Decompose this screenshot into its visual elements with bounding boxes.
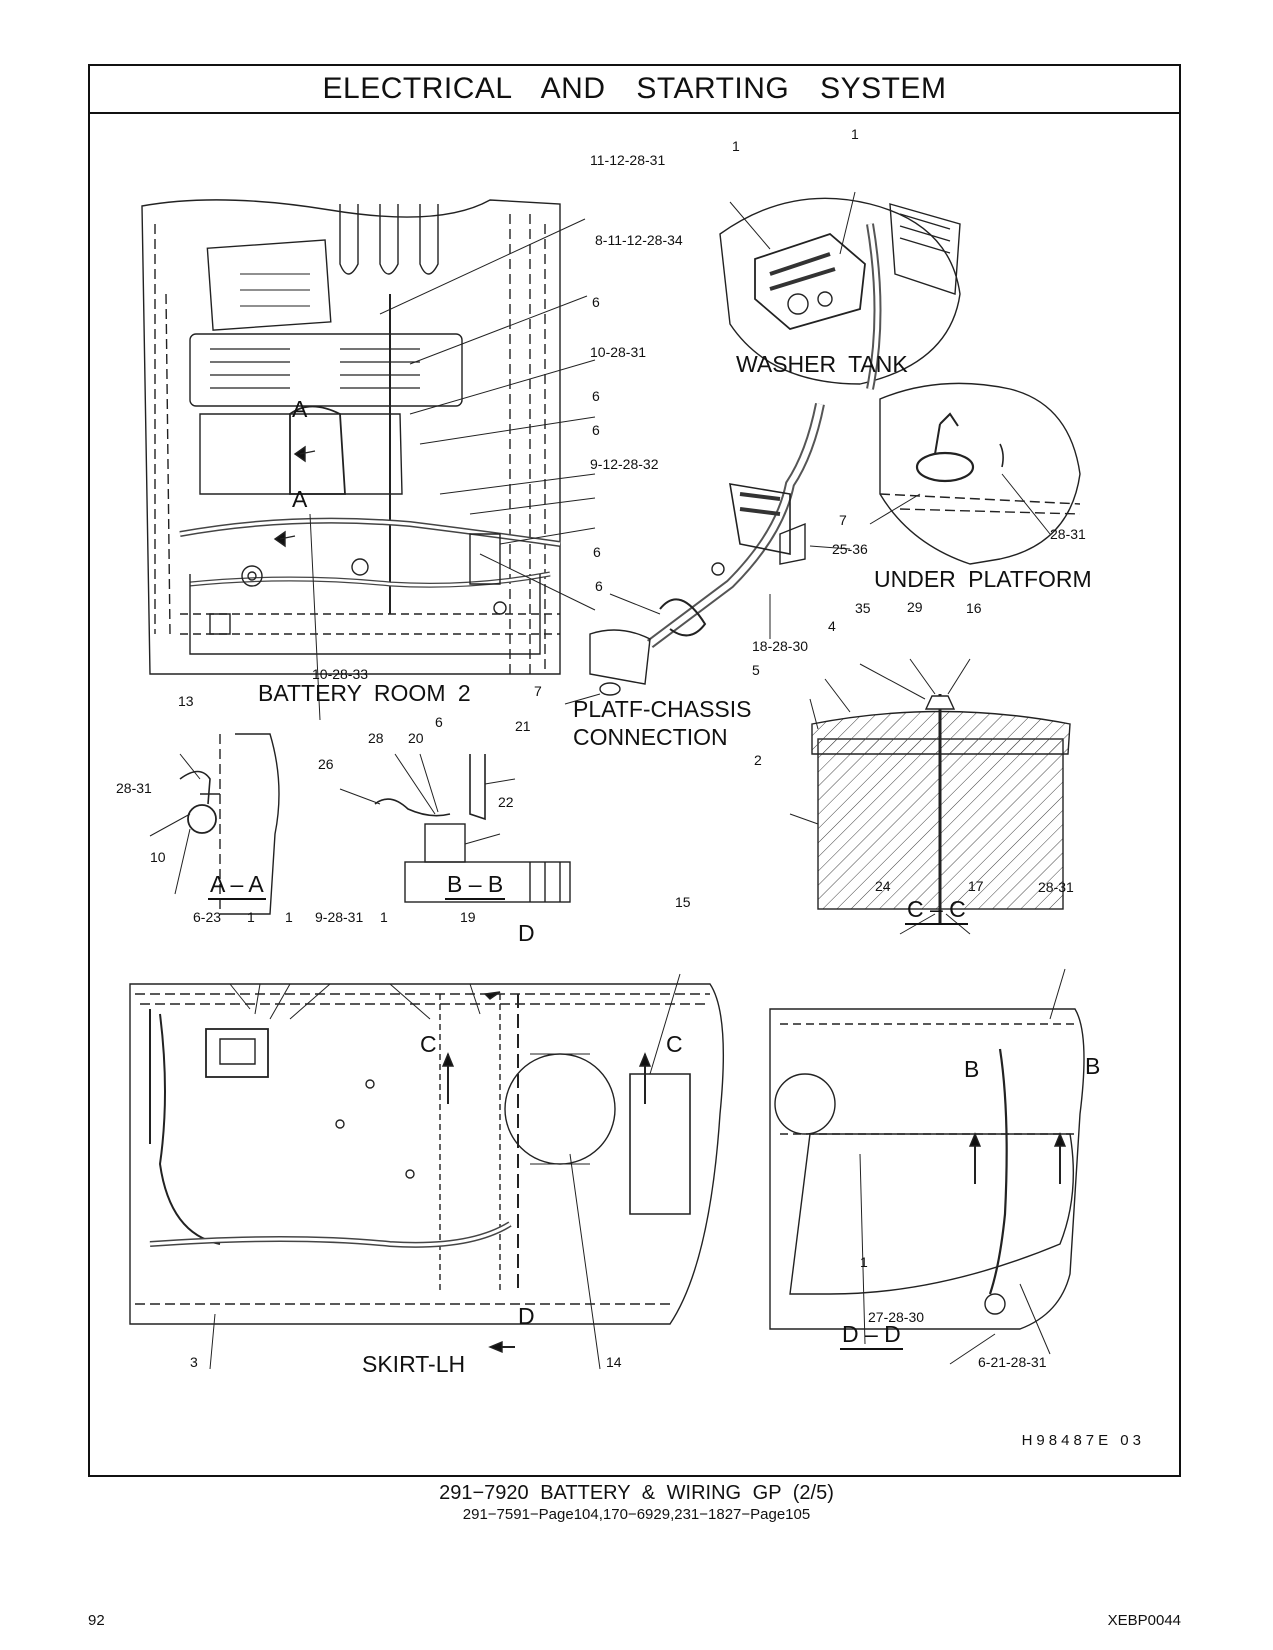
cut-marker-a-upper: A: [292, 396, 308, 422]
callout: 28-31: [116, 780, 152, 796]
callout: 20: [408, 730, 424, 746]
callout: 1: [247, 909, 255, 925]
callout: 6: [592, 294, 600, 310]
callout: 6-23: [193, 909, 222, 925]
section-d-d-illustration: [769, 968, 1085, 1365]
callout: 1: [380, 909, 388, 925]
callout: 6: [435, 714, 443, 730]
callout: 29: [907, 599, 923, 615]
part-references: 291−7591−Page104,170−6929,231−1827−Page1…: [462, 1506, 811, 1523]
document-code: XEBP0044: [1107, 1612, 1181, 1629]
platf-chassis-illustration: [564, 403, 851, 705]
diagram-title: ELECTRICAL AND STARTING SYSTEM: [90, 66, 1179, 114]
callout: 25-36: [832, 541, 868, 557]
callout: 10-28-33: [312, 666, 369, 682]
view-title-platf-chassis-line1: PLATF-CHASSIS: [573, 696, 752, 722]
callout: 6-21-28-31: [978, 1354, 1047, 1370]
callout: 1: [285, 909, 293, 925]
callout: 6: [595, 578, 603, 594]
callout: 14: [606, 1354, 622, 1370]
callout: 18-28-30: [752, 638, 809, 654]
section-label-a-a: A – A: [208, 871, 266, 900]
view-title-under-platform: UNDER PLATFORM: [874, 566, 1092, 592]
illustration: [129, 191, 1085, 1370]
callout: 1: [851, 126, 859, 142]
callout: 26: [318, 756, 334, 772]
section-label-b-b: B – B: [445, 871, 506, 900]
washer-tank-illustration: [719, 191, 961, 390]
callout: 4: [828, 618, 836, 634]
callout: 2: [754, 752, 762, 768]
cut-marker-c-right: C: [666, 1031, 683, 1057]
callout: 11-12-28-31: [590, 152, 666, 168]
section-label-c-c: C – C: [905, 896, 968, 925]
callout: 35: [855, 600, 871, 616]
diagram-frame: ELECTRICAL AND STARTING SYSTEM: [88, 64, 1181, 1477]
callout: 6: [592, 422, 600, 438]
callout: 10-28-31: [590, 344, 647, 360]
callout: 21: [515, 718, 531, 734]
under-platform-illustration: [869, 382, 1081, 565]
callout: 28: [368, 730, 384, 746]
section-label-d-d: D – D: [840, 1321, 903, 1350]
callout: 5: [752, 662, 760, 678]
callout: 28-31: [1038, 879, 1074, 895]
page-number: 92: [88, 1612, 105, 1629]
view-title-platf-chassis-line2: CONNECTION: [573, 724, 728, 750]
cut-marker-d-upper: D: [518, 920, 535, 946]
section-c-c-illustration: [789, 658, 1071, 935]
callout: 22: [498, 794, 514, 810]
callout: 13: [178, 693, 194, 709]
callout: 7: [839, 512, 847, 528]
callout: 8-11-12-28-34: [595, 232, 683, 248]
view-title-washer-tank: WASHER TANK: [736, 351, 908, 377]
battery-room-illustration: [141, 199, 596, 721]
view-title-skirt-lh: SKIRT-LH: [362, 1351, 466, 1377]
callout: 1: [860, 1254, 868, 1270]
callout: 9-12-28-32: [590, 456, 659, 472]
callout: 6: [592, 388, 600, 404]
callout: 28-31: [1050, 526, 1086, 542]
callout: 27-28-30: [868, 1309, 925, 1325]
cut-marker-b-left: B: [964, 1056, 980, 1082]
callout: 3: [190, 1354, 198, 1370]
callout: 1: [732, 138, 740, 154]
callout: 17: [968, 878, 984, 894]
callout: 10: [150, 849, 166, 865]
cut-marker-c-left: C: [420, 1031, 437, 1057]
cut-marker-d-lower: D: [518, 1303, 535, 1329]
callout: 7: [534, 683, 542, 699]
section-b-b-illustration: [339, 753, 571, 903]
callout: 24: [875, 878, 891, 894]
section-a-a-illustration: [149, 733, 280, 915]
callout: 19: [460, 909, 476, 925]
skirt-lh-illustration: [129, 973, 725, 1370]
callout: 15: [675, 894, 691, 910]
view-title-battery-room: BATTERY ROOM 2: [258, 680, 471, 706]
drawing-number: H98487E 03: [1021, 1432, 1145, 1449]
callout: 9-28-31: [315, 909, 364, 925]
cut-marker-b-right: B: [1085, 1053, 1101, 1079]
callout: 16: [966, 600, 982, 616]
cut-marker-a-lower: A: [292, 486, 308, 512]
part-caption: 291−7920 BATTERY & WIRING GP (2/5): [439, 1482, 834, 1504]
callout: 6: [593, 544, 601, 560]
